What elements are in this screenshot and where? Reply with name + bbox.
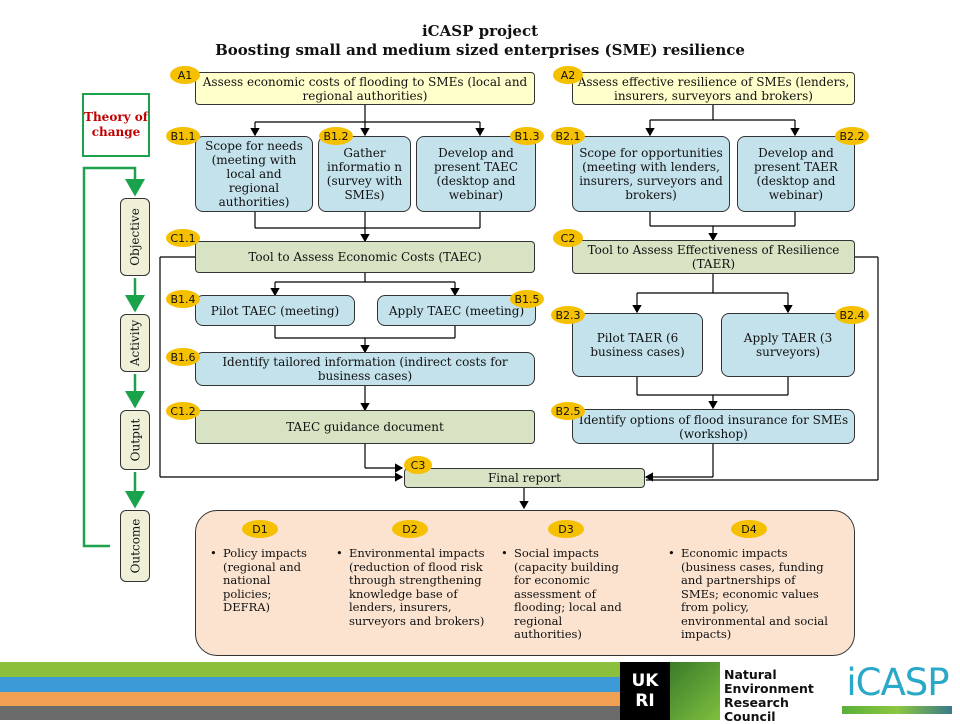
tag-b2-3: B2.3 (551, 306, 585, 324)
node-c1-1: Tool to Assess Economic Costs (TAEC) (195, 241, 535, 273)
stage-output: Output (120, 410, 150, 470)
tag-d4: D4 (731, 520, 767, 538)
outcome-d2: • Environmental impacts (reduction of fl… (336, 546, 486, 628)
ukri-logo-text: UKRI (631, 671, 659, 711)
node-b2-4: Apply TAER (3 surveyors) (721, 313, 855, 377)
node-c1-2: TAEC guidance document (195, 410, 535, 444)
tag-c1-1: C1.1 (166, 229, 200, 247)
node-b2-3: Pilot TAER (6 business cases) (572, 313, 703, 377)
node-a2: Assess effective resilience of SMEs (len… (572, 72, 855, 105)
tag-d3: D3 (548, 520, 584, 538)
outcome-d3-text: Social impacts (capacity building for ec… (514, 546, 622, 641)
icasp-logo-wave (842, 706, 952, 714)
node-b2-1: Scope for opportunities (meeting with le… (572, 136, 730, 212)
node-b1-4: Pilot TAEC (meeting) (195, 295, 355, 326)
node-b1-5: Apply TAEC (meeting) (377, 295, 536, 326)
nerc-line-2: Environment (724, 681, 814, 696)
tag-d2: D2 (392, 520, 428, 538)
tag-d1: D1 (242, 520, 278, 538)
tag-a1: A1 (170, 66, 200, 84)
tag-b1-5: B1.5 (510, 290, 544, 308)
bullet-icon: • (501, 546, 508, 560)
tag-b2-1: B2.1 (551, 127, 585, 145)
tag-b2-4: B2.4 (835, 306, 869, 324)
ukri-logo: UKRI (620, 662, 670, 720)
outcome-d1-text: Policy impacts (regional and national po… (223, 546, 307, 614)
tag-c1-2: C1.2 (166, 402, 200, 420)
theory-of-change-box: Theory of change (82, 93, 150, 157)
node-c2: Tool to Assess Effectiveness of Resilien… (572, 240, 855, 274)
footer-stripe-blue (0, 677, 620, 692)
nerc-line-1: Natural (724, 667, 777, 682)
footer-stripe-orange (0, 692, 620, 706)
tag-c2: C2 (553, 229, 583, 247)
bullet-icon: • (336, 546, 343, 560)
stage-output-label: Output (128, 418, 142, 462)
node-b1-3: Develop and present TAEC (desktop and we… (416, 136, 536, 212)
footer-stripe-green (0, 662, 620, 677)
tag-b1-1: B1.1 (166, 127, 200, 145)
bullet-icon: • (210, 546, 217, 560)
outcome-d3: • Social impacts (capacity building for … (501, 546, 629, 642)
nerc-leaf-logo (670, 662, 720, 720)
bullet-icon: • (668, 546, 675, 560)
stage-objective-label: Objective (128, 208, 143, 266)
title-line-2: Boosting small and medium sized enterpri… (215, 41, 745, 59)
stage-outcome-label: Outcome (128, 518, 143, 574)
tag-a2: A2 (553, 66, 583, 84)
nerc-wordmark: Natural Environment Research Council (724, 668, 839, 724)
outcome-d4-text: Economic impacts (business cases, fundin… (681, 546, 828, 641)
outcome-d2-text: Environmental impacts (reduction of floo… (349, 546, 485, 628)
outcome-d4: • Economic impacts (business cases, fund… (668, 546, 828, 642)
icasp-logo: iCASP (846, 661, 949, 704)
tag-b2-2: B2.2 (835, 127, 869, 145)
stage-outcome: Outcome (120, 510, 150, 582)
title-line-1: iCASP project (421, 22, 539, 40)
node-b2-5: Identify options of flood insurance for … (572, 409, 855, 444)
stage-activity-label: Activity (128, 319, 143, 367)
tag-b1-2: B1.2 (319, 127, 353, 145)
node-b1-1: Scope for needs (meeting with local and … (195, 136, 313, 212)
tag-b1-3: B1.3 (510, 127, 544, 145)
tag-b2-5: B2.5 (551, 402, 585, 420)
node-b2-2: Develop and present TAER (desktop and we… (737, 136, 855, 212)
footer-stripe-grey (0, 706, 620, 720)
tag-c3: C3 (404, 456, 432, 474)
node-c3: Final report (404, 468, 645, 488)
stage-activity: Activity (120, 314, 150, 372)
node-b1-6: Identify tailored information (indirect … (195, 352, 535, 386)
stage-objective: Objective (120, 198, 150, 276)
node-b1-2: Gather informatio n (survey with SMEs) (318, 136, 411, 212)
tag-b1-4: B1.4 (166, 290, 200, 308)
tag-b1-6: B1.6 (166, 348, 200, 366)
outcome-d1: • Policy impacts (regional and national … (210, 546, 312, 615)
node-a1: Assess economic costs of flooding to SME… (195, 72, 535, 105)
